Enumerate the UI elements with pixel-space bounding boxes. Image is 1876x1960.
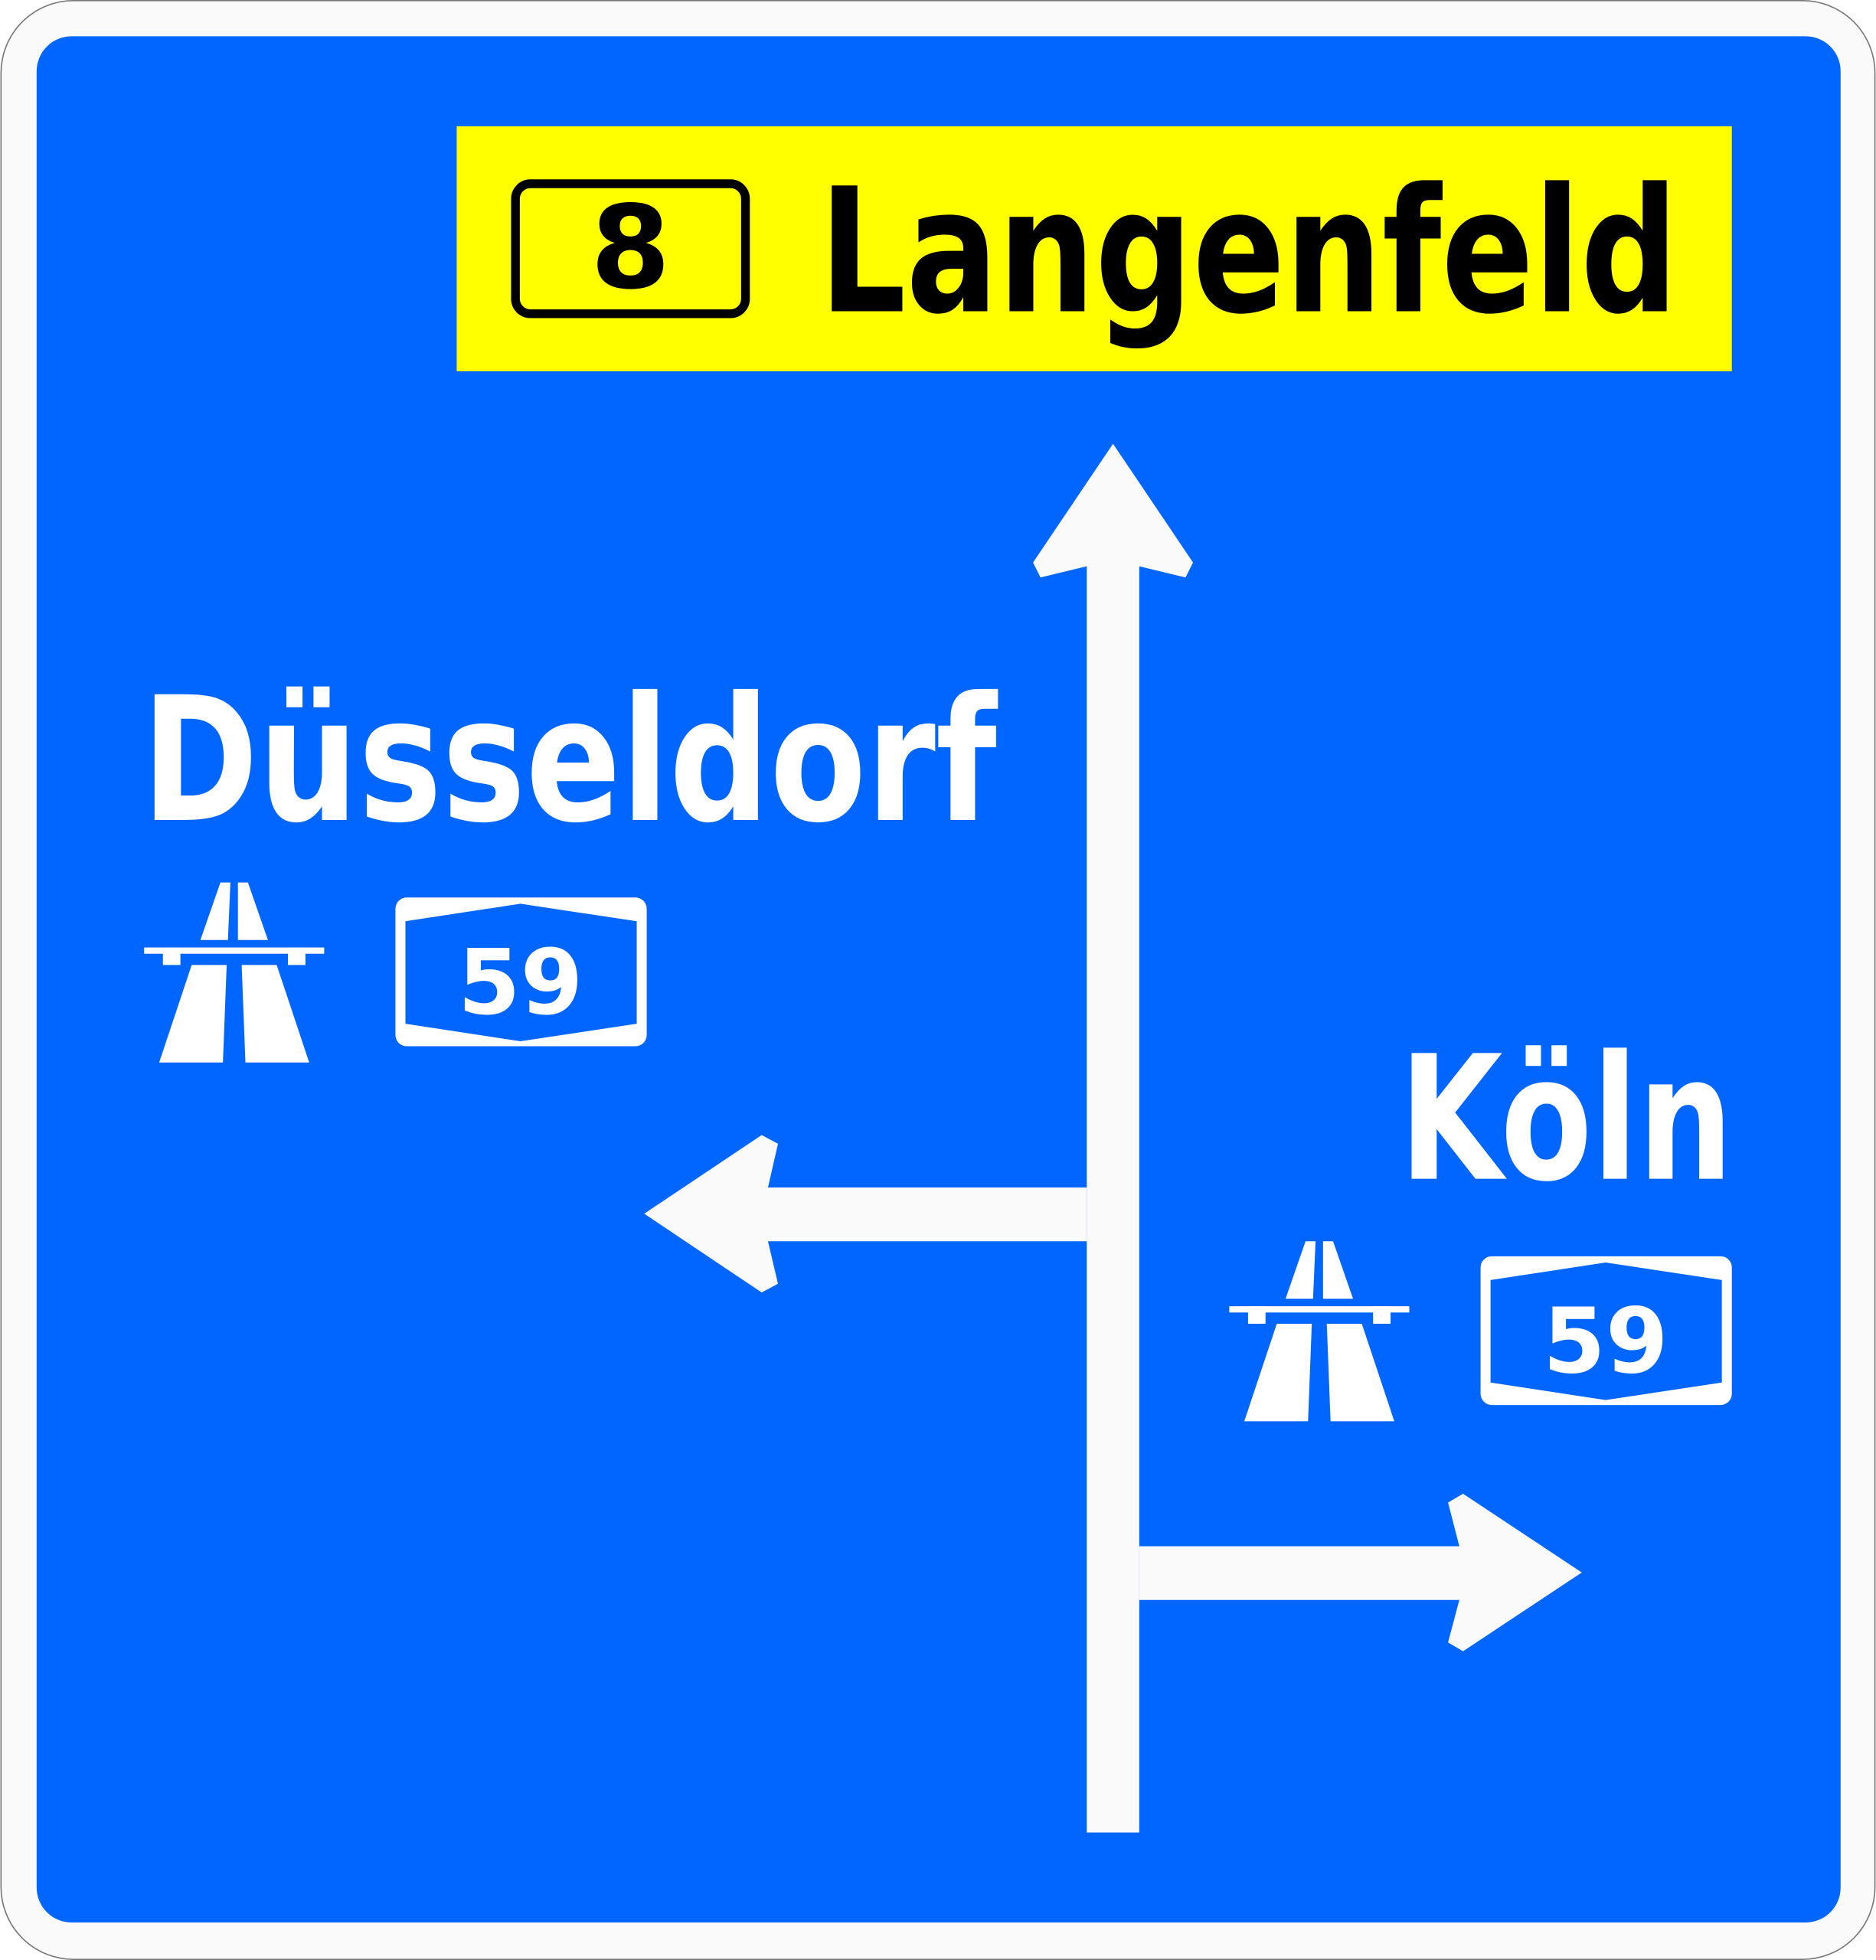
up-arrow-icon [1033,443,1194,1833]
left-destination: Düsseldorf 59 [142,661,998,1063]
destination-langenfeld: Langenfeld [819,152,1678,353]
route-number-box [511,179,750,318]
route-number: 8 [590,182,671,315]
motorway-number: 59 [458,930,583,1035]
destination-koeln: Köln [1399,1020,1733,1220]
right-arrow-icon [1139,1494,1582,1651]
top-destination-banner: 8 Langenfeld [456,126,1732,371]
left-arrow-icon [644,1135,1087,1293]
destination-duesseldorf: Düsseldorf [142,661,998,861]
right-destination: Köln 59 [1229,1020,1733,1422]
motorway-shield: 59 [395,897,647,1047]
motorway-number: 59 [1543,1289,1668,1394]
motorway-shield: 59 [1480,1256,1732,1406]
sign-background [36,36,1841,1923]
